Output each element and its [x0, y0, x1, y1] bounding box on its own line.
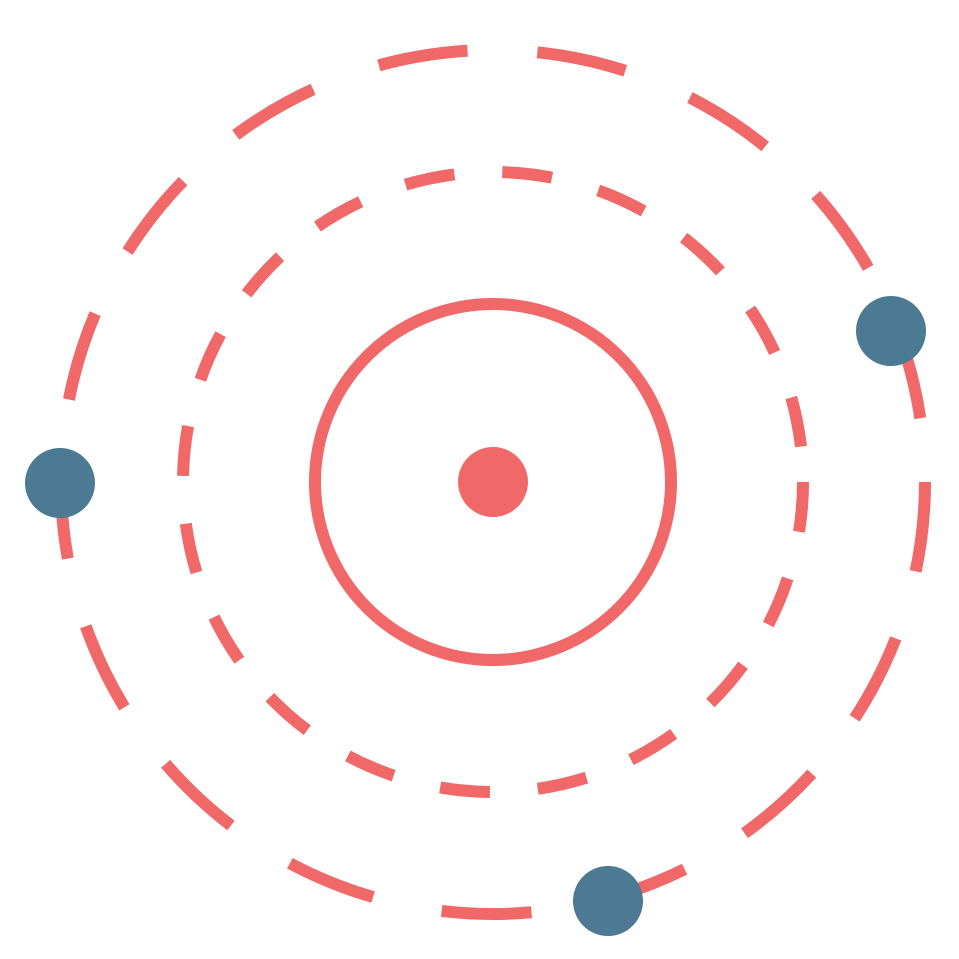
inner-orbit — [309, 298, 677, 666]
satellite-bottom — [573, 866, 643, 936]
satellite-left — [25, 448, 95, 518]
satellite-top-right — [856, 296, 926, 366]
nucleus — [458, 447, 528, 517]
middle-orbit — [177, 166, 809, 798]
